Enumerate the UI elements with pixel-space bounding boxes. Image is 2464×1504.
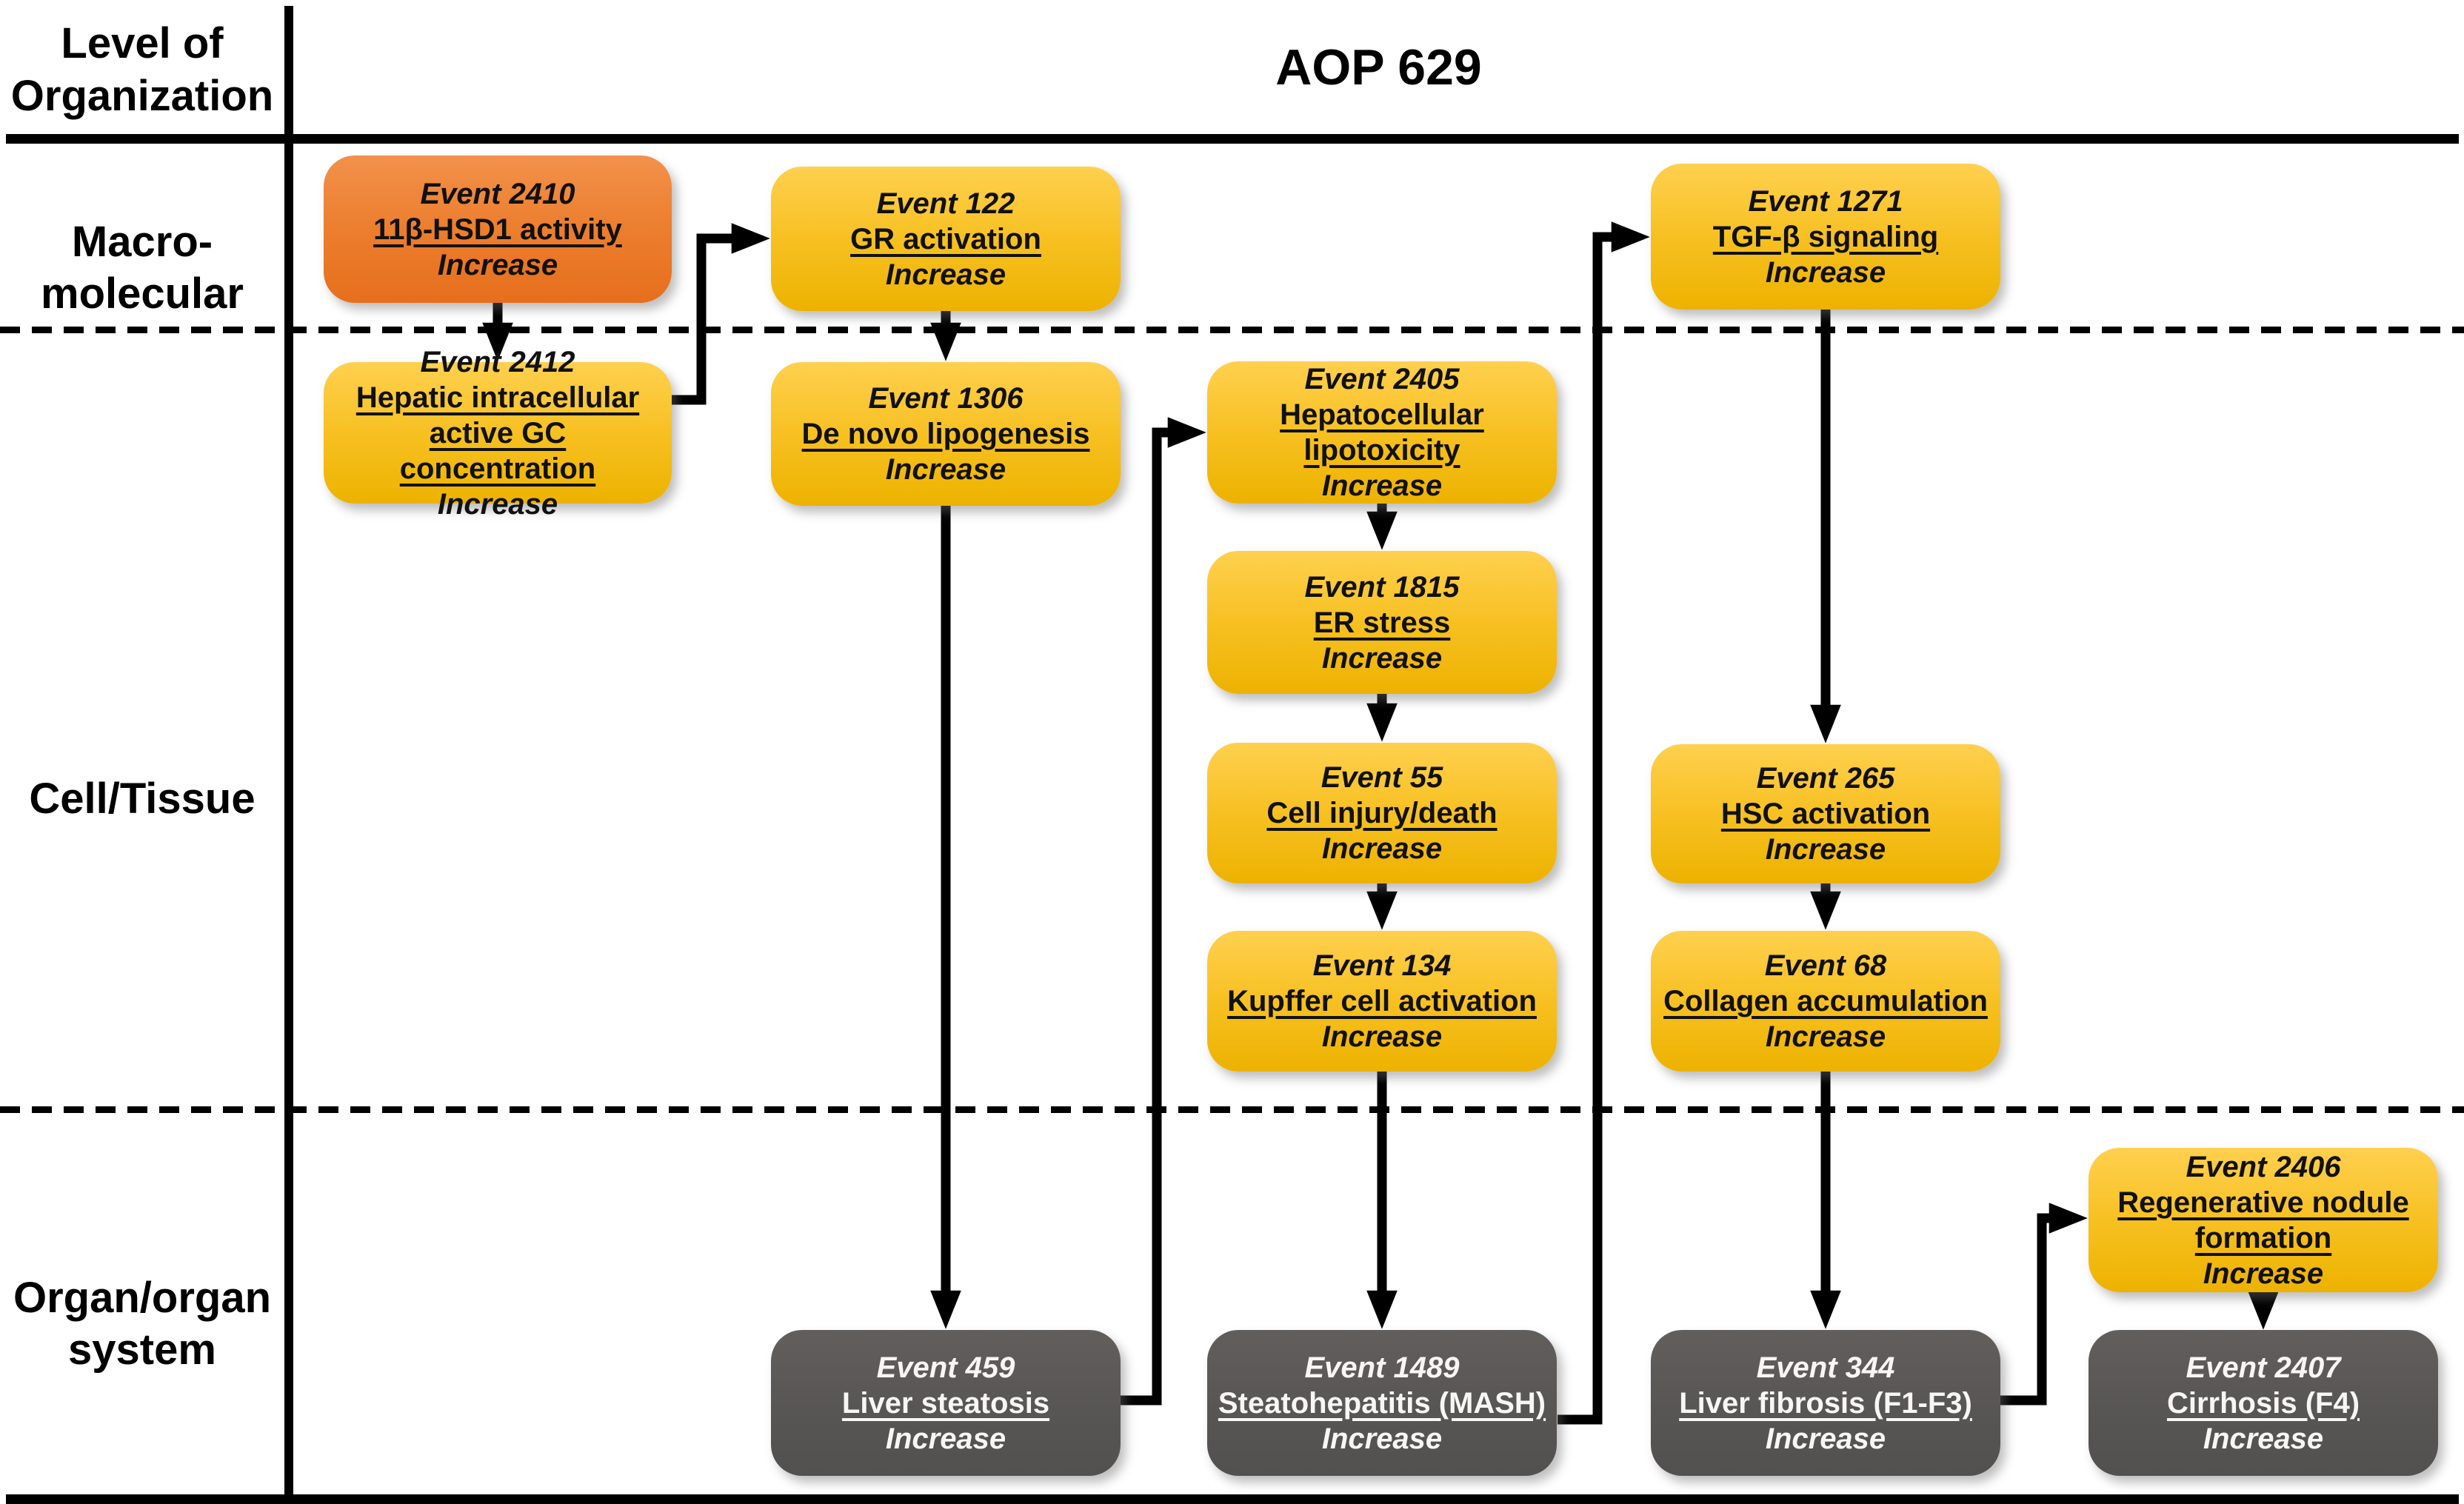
event-name: De novo lipogenesis [801, 418, 1090, 450]
event-id-label: Event 1271 [1748, 184, 1903, 218]
event-name: GR activation [850, 222, 1041, 255]
event-id-label: Event 2406 [2186, 1150, 2341, 1183]
level-label-organ-system: Organ/organ system [13, 1274, 272, 1374]
axis-title-line1: Level of [61, 19, 224, 67]
edge-344-2406 [2000, 1203, 2088, 1406]
event-direction: Increase [885, 453, 1006, 486]
axis-title: Level of Organization [0, 18, 284, 123]
event-id-label: Event 459 [876, 1351, 1015, 1384]
dashed-separator-macromolecular-cell [0, 327, 2464, 333]
event-name: Liver fibrosis (F1-F3) [1679, 1386, 1972, 1420]
event-id-label: Event 134 [1312, 949, 1452, 982]
top-border-line [6, 134, 2459, 144]
vertical-axis-line [284, 6, 293, 1504]
event-direction: Increase [1765, 833, 1886, 866]
event-direction: Increase [1321, 641, 1443, 675]
event-direction: Increase [885, 1422, 1006, 1455]
event-id-label: Event 2407 [2186, 1351, 2341, 1384]
edge-2412-122 [672, 223, 770, 405]
diagram-title: AOP 629 [1275, 39, 1482, 96]
event-direction: Increase [1765, 255, 1886, 289]
event-id-label: Event 1489 [1304, 1351, 1460, 1384]
event-direction: Increase [885, 258, 1006, 291]
event-direction: Increase [2203, 1422, 2324, 1455]
event-id-label: Event 344 [1756, 1351, 1895, 1384]
event-direction: Increase [437, 248, 558, 281]
edge-1489-1271 [1557, 221, 1650, 1425]
event-name: Collagen accumulation [1663, 985, 1988, 1017]
event-id-label: Event 2412 [420, 345, 575, 378]
event-direction: Increase [1321, 469, 1443, 502]
event-direction: Increase [2203, 1257, 2324, 1290]
event-direction: Increase [1321, 1422, 1443, 1455]
event-direction: Increase [1765, 1020, 1886, 1053]
event-name: TGF-β signaling [1712, 220, 1939, 253]
event-id-label: Event 265 [1756, 762, 1895, 795]
event-id-label: Event 68 [1764, 949, 1887, 982]
event-direction: Increase [437, 487, 558, 521]
event-name: 11β-HSD1 activity [373, 213, 622, 246]
event-direction: Increase [1321, 832, 1443, 865]
event-id-label: Event 2405 [1304, 363, 1460, 395]
event-id-label: Event 2410 [420, 177, 575, 210]
event-name: Kupffer cell activation [1227, 985, 1537, 1017]
dashed-separator-cell-organ [0, 1106, 2464, 1113]
event-name: ER stress [1313, 606, 1451, 639]
axis-title-line2: Organization [10, 71, 274, 120]
event-name: Steatohepatitis (MASH) [1218, 1386, 1546, 1420]
event-id-label: Event 1306 [868, 382, 1024, 415]
event-id-label: Event 122 [876, 187, 1015, 220]
event-name: Cirrhosis (F4) [2166, 1386, 2360, 1420]
event-direction: Increase [1765, 1422, 1886, 1455]
level-label-cell-tissue: Cell/Tissue [29, 775, 256, 823]
level-label-macromolecular: Macro- molecular [41, 218, 244, 318]
event-name: HSC activation [1720, 798, 1931, 830]
event-id-label: Event 55 [1321, 761, 1443, 794]
event-name: Cell injury/death [1266, 797, 1498, 829]
event-id-label: Event 1815 [1304, 570, 1460, 604]
edge-459-2405 [1121, 417, 1206, 1406]
bottom-border-line [6, 1494, 2459, 1504]
event-direction: Increase [1321, 1020, 1443, 1053]
event-name: Liver steatosis [841, 1386, 1050, 1420]
